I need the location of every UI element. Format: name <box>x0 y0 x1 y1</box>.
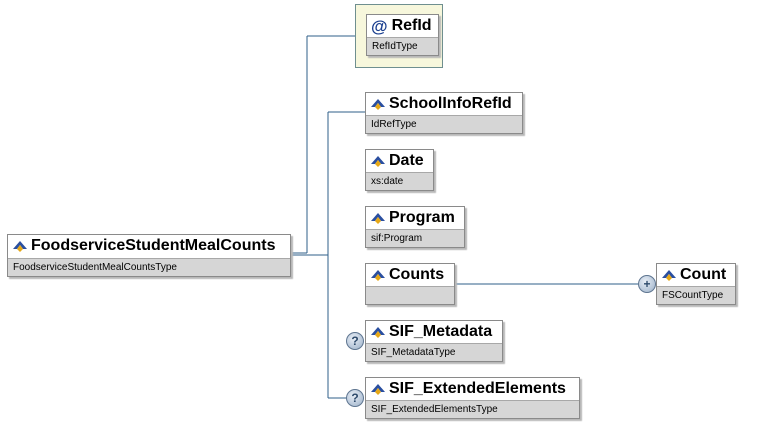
attribute-name: RefId <box>391 17 432 34</box>
element-name: Program <box>389 209 455 226</box>
element-name: Date <box>389 152 424 169</box>
element-icon <box>371 213 385 224</box>
element-type: sif:Program <box>366 229 464 247</box>
element-icon <box>662 270 676 281</box>
element-icon <box>13 241 27 252</box>
element-type: SIF_MetadataType <box>366 343 502 361</box>
child-element-name: Count <box>680 266 727 283</box>
attribute-at-icon: @ <box>371 16 388 36</box>
element-type: SIF_ExtendedElementsType <box>366 400 579 418</box>
element-schoolinforefid-box[interactable]: SchoolInfoRefId IdRefType <box>365 92 523 134</box>
element-program-box[interactable]: Program sif:Program <box>365 206 465 248</box>
element-type: IdRefType <box>366 115 522 133</box>
root-element-type: FoodserviceStudentMealCountsType <box>8 258 290 276</box>
element-type <box>366 286 454 304</box>
element-name: SIF_Metadata <box>389 323 493 340</box>
element-count-box[interactable]: Count FSCountType <box>656 263 736 305</box>
root-element-name: FoodserviceStudentMealCounts <box>31 237 276 254</box>
element-icon <box>371 327 385 338</box>
element-icon <box>371 270 385 281</box>
root-element-box[interactable]: FoodserviceStudentMealCounts Foodservice… <box>7 234 291 277</box>
element-counts-box[interactable]: Counts <box>365 263 455 305</box>
attribute-type: RefIdType <box>367 37 438 55</box>
element-name: SIF_ExtendedElements <box>389 380 566 397</box>
element-type: xs:date <box>366 172 433 190</box>
element-name: SchoolInfoRefId <box>389 95 512 112</box>
optional-badge-icon[interactable]: ? <box>346 389 364 407</box>
element-icon <box>371 156 385 167</box>
attribute-refid-box[interactable]: @ RefId RefIdType <box>366 14 439 56</box>
child-element-type: FSCountType <box>657 286 735 304</box>
element-sif-metadata-box[interactable]: SIF_Metadata SIF_MetadataType <box>365 320 503 362</box>
element-name: Counts <box>389 266 445 283</box>
element-icon <box>371 384 385 395</box>
expand-plus-icon[interactable]: + <box>638 275 656 293</box>
element-sif-extendedelements-box[interactable]: SIF_ExtendedElements SIF_ExtendedElement… <box>365 377 580 419</box>
optional-badge-icon[interactable]: ? <box>346 332 364 350</box>
element-icon <box>371 99 385 110</box>
element-date-box[interactable]: Date xs:date <box>365 149 434 191</box>
